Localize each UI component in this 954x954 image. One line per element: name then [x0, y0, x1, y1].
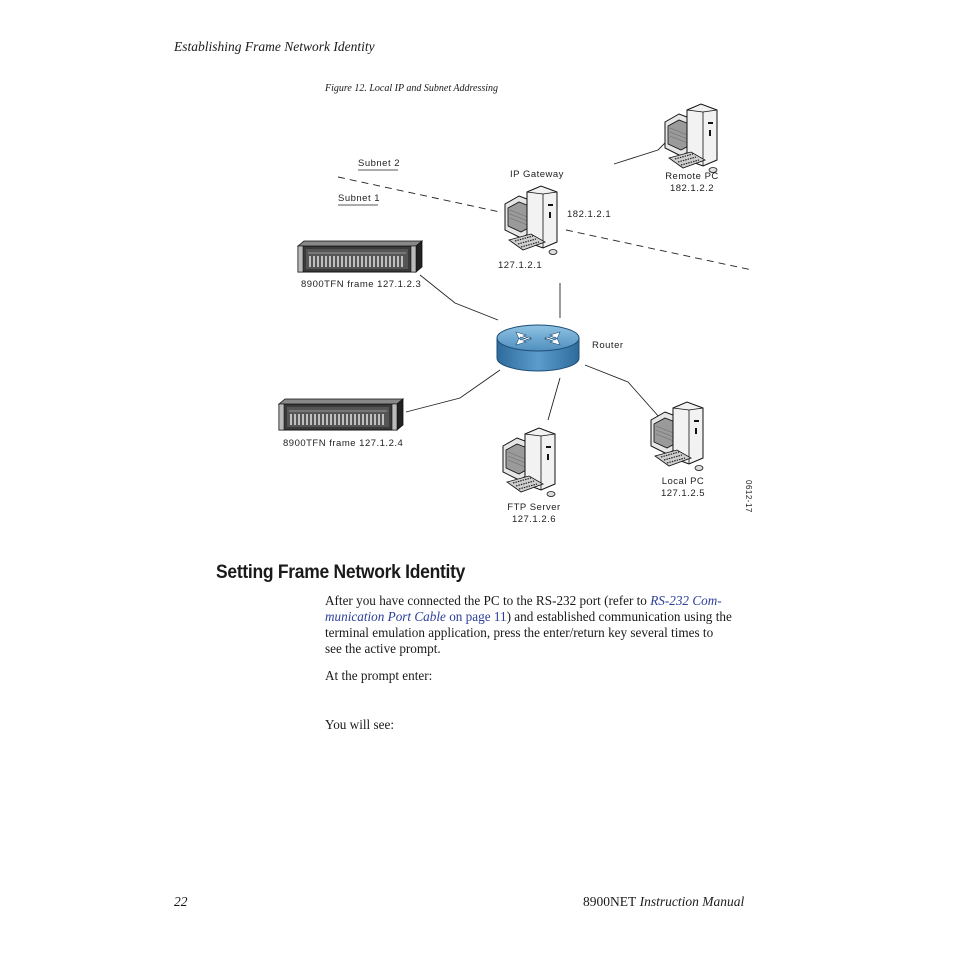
remote-pc-computer-icon [664, 103, 718, 174]
page-number: 22 [174, 894, 188, 909]
rs232-cable-link-cont[interactable]: munication Port Cable [325, 609, 446, 624]
connection-lines [405, 139, 669, 421]
para1-text-line3: terminal emulation application, press th… [325, 625, 714, 640]
intro-paragraph: After you have connected the PC to the R… [325, 593, 765, 657]
local-pc-ip-label: 127.1.2.5 [661, 488, 705, 499]
router-icon [496, 324, 580, 372]
para1-text-line4: see the active prompt. [325, 641, 441, 656]
frame-2-rack-icon [278, 398, 404, 431]
rs232-cable-link[interactable]: RS-232 Com- [650, 593, 722, 608]
section-title: Setting Frame Network Identity [216, 562, 466, 583]
ip-gateway-computer-icon [504, 185, 558, 256]
frame-1-rack-icon [297, 240, 423, 273]
remote-pc-ip-label: 182.1.2.2 [670, 183, 714, 194]
ftp-server-computer-icon [502, 427, 556, 498]
subnet-2-label: Subnet 2 [358, 158, 400, 169]
subnet-1-label: Subnet 1 [338, 193, 380, 204]
result-instruction: You will see: [325, 717, 395, 732]
local-pc-computer-icon [650, 401, 704, 472]
figure-id-label: 0612-17 [744, 480, 753, 513]
subnet-boundary-lower [565, 229, 753, 271]
para1-text-start: After you have connected the PC to the R… [325, 593, 651, 608]
running-header: Establishing Frame Network Identity [174, 39, 375, 54]
gateway-ip-top-label: 182.1.2.1 [567, 209, 611, 220]
remote-pc-name-label: Remote PC [665, 171, 719, 182]
ftp-server-ip-label: 127.1.2.6 [512, 514, 556, 525]
network-diagram: Subnet 2 Subnet 1 IP Gateway 182.1.2.1 1… [278, 103, 753, 525]
prompt-instruction: At the prompt enter: [325, 668, 433, 683]
manual-name: 8900NET [583, 894, 637, 909]
local-pc-name-label: Local PC [662, 476, 705, 487]
figure-caption: Figure 12. Local IP and Subnet Addressin… [325, 83, 499, 94]
ftp-server-name-label: FTP Server [507, 502, 560, 513]
page-11-link[interactable]: on page 11 [445, 609, 507, 624]
frame-1-label: 8900TFN frame 127.1.2.3 [301, 279, 421, 290]
router-label: Router [592, 340, 624, 351]
frame-2-label: 8900TFN frame 127.1.2.4 [283, 438, 403, 449]
ip-gateway-label: IP Gateway [510, 169, 564, 180]
subnet-boundary-upper [337, 176, 501, 213]
manual-title: 8900NET Instruction Manual [583, 894, 744, 910]
gateway-ip-bottom-label: 127.1.2.1 [498, 260, 542, 271]
manual-suffix: Instruction Manual [636, 894, 745, 909]
para1-text-line2: ) and established communication using th… [506, 609, 732, 624]
